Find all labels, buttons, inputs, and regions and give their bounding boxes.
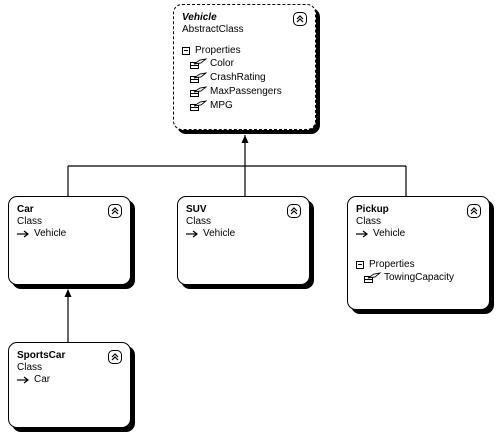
class-kind: AbstractClass [182, 24, 244, 35]
double-chevron-up-icon [111, 353, 119, 361]
class-box-pickup[interactable]: Pickup Class Vehicle Properties TowingCa… [347, 196, 490, 310]
class-kind: Class [186, 216, 212, 227]
properties-section: Properties TowingCapacity [356, 258, 481, 285]
double-chevron-up-icon [111, 207, 119, 215]
class-box-car[interactable]: Car Class Vehicle [8, 196, 131, 285]
class-box-suv[interactable]: SUV Class Vehicle [177, 196, 310, 285]
class-box-vehicle[interactable]: Vehicle AbstractClass Properties Color C… [173, 4, 316, 130]
property-name: MaxPassengers [210, 86, 282, 97]
property-icon [190, 100, 207, 111]
collapse-button[interactable] [287, 204, 301, 218]
class-name: SportsCar [17, 350, 66, 361]
property-name: CrashRating [210, 72, 266, 83]
property-item[interactable]: MaxPassengers [182, 85, 307, 99]
base-class-link[interactable]: Vehicle [186, 228, 301, 240]
collapse-button[interactable] [293, 12, 307, 26]
inherit-arrow-icon [356, 230, 368, 238]
property-item[interactable]: CrashRating [182, 71, 307, 85]
base-class-link[interactable]: Vehicle [356, 228, 481, 240]
base-class-name: Vehicle [203, 228, 236, 239]
properties-label: Properties [369, 259, 415, 270]
base-class-name: Vehicle [34, 228, 67, 239]
class-kind: Class [17, 362, 43, 373]
minus-box-icon[interactable] [182, 46, 190, 55]
base-class-link[interactable]: Vehicle [17, 228, 122, 240]
base-class-link[interactable]: Car [17, 374, 122, 386]
properties-label: Properties [195, 45, 241, 56]
base-class-name: Vehicle [373, 228, 406, 239]
class-name: SUV [186, 204, 207, 215]
property-item[interactable]: MPG [182, 99, 307, 113]
collapse-button[interactable] [108, 204, 122, 218]
class-name: Car [17, 204, 34, 215]
arrowhead-car [64, 289, 72, 297]
collapse-button[interactable] [467, 204, 481, 218]
collapse-button[interactable] [108, 350, 122, 364]
class-kind: Class [17, 216, 43, 227]
property-icon [364, 272, 381, 283]
property-name: MPG [210, 100, 233, 111]
inherit-arrow-icon [186, 230, 198, 238]
property-name: Color [210, 58, 234, 69]
property-icon [190, 72, 207, 83]
property-item[interactable]: TowingCapacity [356, 271, 481, 285]
class-kind: Class [356, 216, 382, 227]
property-icon [190, 58, 207, 69]
properties-header[interactable]: Properties [356, 258, 481, 271]
properties-section: Properties Color CrashRating MaxPassenge… [182, 44, 307, 113]
class-name: Pickup [356, 204, 389, 215]
double-chevron-up-icon [470, 207, 478, 215]
inherit-arrow-icon [17, 376, 29, 384]
class-box-sportscar[interactable]: SportsCar Class Car [8, 342, 131, 428]
property-name: TowingCapacity [384, 272, 455, 283]
class-name: Vehicle [182, 12, 217, 23]
inherit-arrow-icon [17, 230, 29, 238]
base-class-name: Car [34, 374, 51, 385]
property-icon [190, 86, 207, 97]
properties-header[interactable]: Properties [182, 44, 307, 57]
minus-box-icon[interactable] [356, 260, 364, 269]
double-chevron-up-icon [290, 207, 298, 215]
double-chevron-up-icon [296, 15, 304, 23]
arrowhead-vehicle [241, 135, 249, 143]
property-item[interactable]: Color [182, 57, 307, 71]
